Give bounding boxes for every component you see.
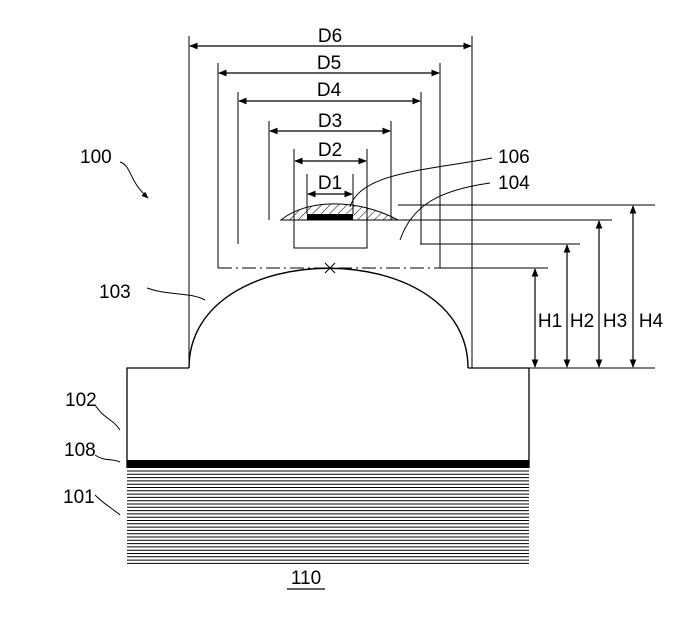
ref-label-104: 104 (498, 173, 530, 194)
height-dimension-arrows (535, 206, 633, 367)
label-h4: H4 (639, 311, 664, 332)
height-extension-lines (373, 205, 655, 368)
substrate-layer-101 (127, 471, 529, 563)
leader-103 (147, 288, 205, 300)
label-d1: D1 (318, 173, 342, 194)
ref-label-106: 106 (498, 147, 530, 168)
ref-label-108: 108 (64, 440, 96, 461)
ref-label-100: 100 (80, 147, 112, 168)
dome-103 (189, 268, 468, 368)
label-d4: D4 (317, 80, 342, 101)
layer-108 (127, 460, 529, 468)
label-d3: D3 (318, 111, 342, 132)
label-h1: H1 (538, 311, 562, 332)
label-h3: H3 (603, 311, 627, 332)
ref-label-102: 102 (65, 390, 97, 411)
leader-104 (400, 183, 490, 240)
leader-100 (120, 162, 148, 198)
layer-102-outline (127, 368, 529, 468)
leader-102 (95, 405, 120, 430)
electrode-106 (307, 214, 353, 220)
label-h2: H2 (570, 311, 594, 332)
leader-101 (95, 495, 120, 515)
ref-label-103: 103 (99, 282, 131, 303)
element-box (294, 220, 367, 248)
label-d6: D6 (318, 26, 342, 47)
label-d2: D2 (318, 140, 342, 161)
figure-caption: 110 (291, 568, 321, 589)
ref-label-101: 101 (63, 487, 95, 508)
label-d5: D5 (317, 53, 341, 74)
leader-108 (95, 455, 120, 462)
